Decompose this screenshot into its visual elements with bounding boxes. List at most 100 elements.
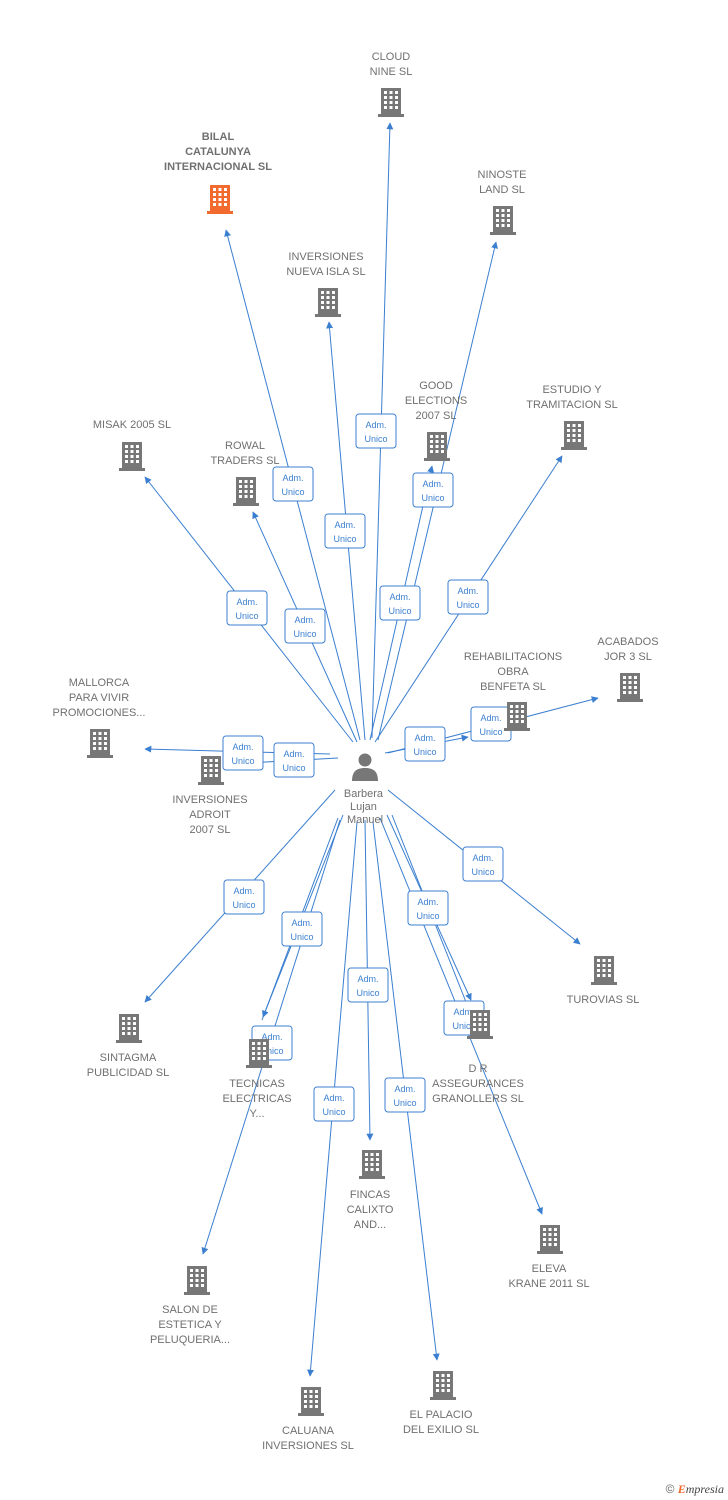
copyright-symbol: © [665,1482,675,1496]
edge-label-misak[interactable]: Adm.Unico [226,590,268,626]
edge-label-dr[interactable]: Adm.Unico [407,890,449,926]
edge-label-box [412,472,454,508]
edge-label-line-2: Unico [413,747,436,757]
company-name-line: ELECTRICAS [222,1093,291,1105]
edge-label-palacio[interactable]: Adm. Unico [384,1077,426,1113]
company-name-line: CATALUNYA [185,146,251,158]
edge-label-line-2: Unico [293,629,316,639]
company-name-line: JOR 3 SL [604,651,652,663]
building-icon [298,1387,324,1416]
company-name-line: REHABILITACIONS [464,651,562,663]
company-name: ELEVA KRANE 2011 SL [508,1263,589,1290]
edge-label-box [355,413,397,449]
building-icon [233,477,259,506]
edge-label-box [272,466,314,502]
edge-label-line-2: Unico [393,1098,416,1108]
company-name-line: EL PALACIO [410,1409,473,1421]
company-node-misak[interactable]: MISAK 2005 SL [93,419,171,471]
company-name-line: ACABADOS [597,636,658,648]
edge-label-box [284,608,326,644]
company-name-line: SALON DE [162,1304,218,1316]
building-icon [198,756,224,785]
edge-label-adroit[interactable]: Adm.Unico [273,742,315,778]
edge-label-good[interactable]: Adm.Unico [379,585,421,621]
edge-label-turovias[interactable]: Adm.Unico [462,846,504,882]
edge-label-box [281,911,323,947]
company-node-turovias[interactable]: TUROVIAS SL [567,956,640,1006]
edge-label-caluana[interactable]: Adm. Unico [313,1086,355,1122]
edge-label-box [447,579,489,615]
company-name-line: MISAK 2005 SL [93,419,171,431]
building-icon [119,442,145,471]
edge-label-mallorca[interactable]: Adm.Unico [222,735,264,771]
company-name-line: 2007 SL [416,410,457,422]
company-name-line: Y... [249,1108,264,1120]
edge-label-fincas[interactable]: Adm.Unico [347,967,389,1003]
company-name-line: PROMOCIONES... [53,707,146,719]
edge-label-line-1: Adm. [357,974,378,984]
edge-label-rehab[interactable]: Adm. Unico [404,726,446,762]
building-icon [184,1266,210,1295]
edge-label-nuevaisla[interactable]: Adm.Unico [324,513,366,549]
company-name-line: KRANE 2011 SL [508,1278,589,1290]
company-node-eleva[interactable]: ELEVA KRANE 2011 SL [508,1225,590,1290]
edge-label-line-1: Adm. [422,479,443,489]
edge-label-line-1: Adm. [389,592,410,602]
building-icon [378,88,404,117]
company-name-line: TUROVIAS SL [567,994,640,1006]
edge-label-box [313,1086,355,1122]
edge-label-line-1: Adm. [323,1093,344,1103]
edge-label-line-1: Adm. [414,733,435,743]
edge-label-box [324,513,366,549]
edge-label-line-2: Unico [322,1107,345,1117]
edge-label-cloud[interactable]: Adm.Unico [355,413,397,449]
edge-label-line-1: Adm. [394,1084,415,1094]
edge-label-box [404,726,446,762]
edge-label-line-1: Adm. [453,1007,474,1017]
edge-label-line-2: Unico [421,493,444,503]
edge-label-tecnicas[interactable]: Adm.Unico [281,911,323,947]
edge-label-line-2: Unico [456,600,479,610]
edge-label-acabados[interactable]: Adm.Unico [470,706,512,742]
company-node-acabados[interactable]: ACABADOS JOR 3 SL [597,636,659,702]
edge-label-line-2: Unico [260,1046,283,1056]
edge-label-estudio[interactable]: Adm.Unico [447,579,489,615]
edge-label-sintagma[interactable]: Adm.Unico [223,879,265,915]
edge-label-line-1: Adm. [294,615,315,625]
company-name-line: ELEVA [532,1263,567,1275]
edge-label-rowal[interactable]: Adm. Unico [284,608,326,644]
edge-label-ninoste[interactable]: Adm. Unico [412,472,454,508]
edge-label-line-2: Unico [416,911,439,921]
company-name-line: OBRA [497,666,529,678]
edge-label-bilal[interactable]: Adm.Unico [272,466,314,502]
building-icon [315,288,341,317]
edge-label-line-2: Unico [471,867,494,877]
edge-label-line-1: Adm. [365,420,386,430]
person-node[interactable]: Barbera Lujan Manuel [344,753,386,827]
edge-label-line-2: Unico [281,487,304,497]
